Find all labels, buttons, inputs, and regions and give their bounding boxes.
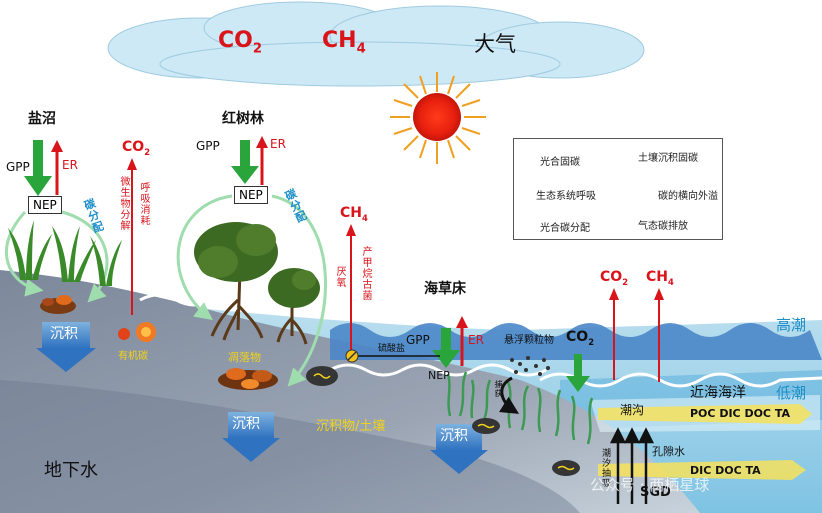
microbe-pod-mangrove xyxy=(306,366,338,386)
er-arrow-seagrass xyxy=(456,316,468,366)
mangrove-gpp-label: GPP xyxy=(196,139,220,153)
respiration-label: 呼吸消耗 xyxy=(138,182,149,226)
export-species-label: POC DIC DOC TA xyxy=(690,407,790,420)
mangrove-title: 红树林 xyxy=(222,111,264,127)
tidal-pumping-label: 潮汐抽吸 xyxy=(600,448,610,488)
mangrove-nep-box: NEP xyxy=(234,186,268,204)
legend-gas-emission: 气态碳排放 xyxy=(638,221,688,232)
co2-uptake-arrow-seagrass xyxy=(566,354,590,392)
litter-label: 凋落物 xyxy=(228,351,261,364)
salt-marsh-sediment-label: 沉积 xyxy=(50,326,78,342)
litter-icon-mangrove xyxy=(218,368,278,390)
carbon-allocation-arrow-saltmarsh-right xyxy=(61,210,109,303)
sediment-arrow-saltmarsh xyxy=(36,322,96,372)
ocean-co2-label: CO2 xyxy=(600,269,629,287)
tidal-creek-label: 潮沟 xyxy=(620,403,645,417)
low-tide-label: 低潮 xyxy=(776,384,807,402)
er-arrow-mangrove xyxy=(256,136,268,185)
gpp-arrow-saltmarsh xyxy=(24,140,52,196)
seagrass-sediment-label: 沉积 xyxy=(440,428,468,444)
pore-species-label: DIC DOC TA xyxy=(690,464,761,477)
co2-emission-line-ocean xyxy=(609,288,619,380)
land-slope xyxy=(0,270,700,513)
microbial-decomposition-label: 微生物分解 xyxy=(118,176,129,231)
sun-icon xyxy=(390,72,486,164)
ocean-ch4-label: CH4 xyxy=(646,269,674,287)
mangrove-tree-icon xyxy=(194,222,320,345)
salt-marsh-title: 盐沼 xyxy=(28,111,56,127)
co2-emission-line-saltmarsh xyxy=(127,158,137,315)
upward-black-arrows xyxy=(609,427,655,504)
salt-marsh-grass-icon xyxy=(8,220,122,286)
organic-carbon-label: 有机碳 xyxy=(118,351,148,362)
suspended-particles-label: 悬浮颗粒物 xyxy=(504,335,554,346)
sediment-soil-label: 沉积物/土壤 xyxy=(316,419,386,434)
pore-water-label: 孔隙水 xyxy=(652,445,685,458)
capture-arrow xyxy=(499,376,520,414)
litter-icon-saltmarsh xyxy=(40,295,76,314)
sulfate-label: 硫酸盐 xyxy=(378,344,406,354)
seagrass-gpp-label: GPP xyxy=(406,333,430,347)
groundwater-label: 地下水 xyxy=(44,460,98,481)
salt-marsh-co2-label: CO2 xyxy=(122,139,151,157)
groundwater-layer xyxy=(0,380,580,513)
ch4-emission-line-mangrove xyxy=(346,224,356,352)
salt-marsh-gpp-label: GPP xyxy=(6,160,30,174)
legend-lateral-export: 碳的横向外溢 xyxy=(658,191,718,202)
atmosphere-co2-label: CO2 xyxy=(218,28,263,57)
salt-marsh-nep-box: NEP xyxy=(28,196,62,214)
lateral-export-arrow-bottom xyxy=(598,460,806,480)
seagrass-er-label: ER xyxy=(468,333,484,347)
er-arrow-saltmarsh xyxy=(51,140,63,195)
anaerobic-label: 厌氧 xyxy=(334,266,345,288)
carbon-allocation-arrow-mangrove-right xyxy=(271,194,327,387)
mangrove-er-label: ER xyxy=(270,137,286,151)
gpp-arrow-seagrass xyxy=(432,328,460,368)
lateral-export-arrow-top xyxy=(598,404,812,424)
atmosphere-ch4-label: CH4 xyxy=(322,28,366,57)
carbon-allocation-arrow-saltmarsh xyxy=(5,210,44,297)
organic-carbon-icon xyxy=(118,322,156,342)
legend-ecosystem-respiration: 生态系统呼吸 xyxy=(536,191,596,202)
high-tide-label: 高潮 xyxy=(776,316,807,334)
gpp-arrow-mangrove xyxy=(231,140,259,184)
cloud-shape xyxy=(107,1,645,87)
seagrass-nep-label: NEP xyxy=(428,369,450,382)
microbe-pod-ocean xyxy=(552,460,580,476)
sgd-label: SGD xyxy=(640,485,671,500)
capture-label: 捕获 xyxy=(494,380,503,398)
sulfate-marker-icon xyxy=(345,349,440,363)
atmosphere-label: 大气 xyxy=(474,32,516,56)
ch4-emission-line-ocean xyxy=(654,288,664,382)
watermark-text: 公众号 · 两栖星球 xyxy=(590,476,710,494)
legend-soil-burial: 土壤沉积固碳 xyxy=(638,153,698,164)
seagrass-title: 海草床 xyxy=(424,281,466,297)
mangrove-sediment-label: 沉积 xyxy=(232,416,260,432)
sediment-arrow-mangrove xyxy=(222,412,280,462)
microbe-pod-seagrass xyxy=(472,418,500,434)
carbon-allocation-arrow-mangrove xyxy=(176,194,233,321)
methanogen-label: 产甲烷古菌 xyxy=(360,246,371,301)
legend-box: 光合固碳 土壤沉积固碳 生态系统呼吸 碳的横向外溢 光合碳分配 气态碳排放 xyxy=(513,138,723,240)
seagrass-co2-label: CO2 xyxy=(566,329,595,347)
legend-photo-allocation: 光合碳分配 xyxy=(540,223,590,234)
legend-photosynthesis: 光合固碳 xyxy=(540,157,580,168)
mangrove-ch4-label: CH4 xyxy=(340,205,368,223)
suspended-particles-icon xyxy=(510,356,550,376)
mid-wave-line xyxy=(329,363,547,377)
coastal-ocean-label: 近海海洋 xyxy=(690,385,746,401)
salt-marsh-er-label: ER xyxy=(62,158,78,172)
